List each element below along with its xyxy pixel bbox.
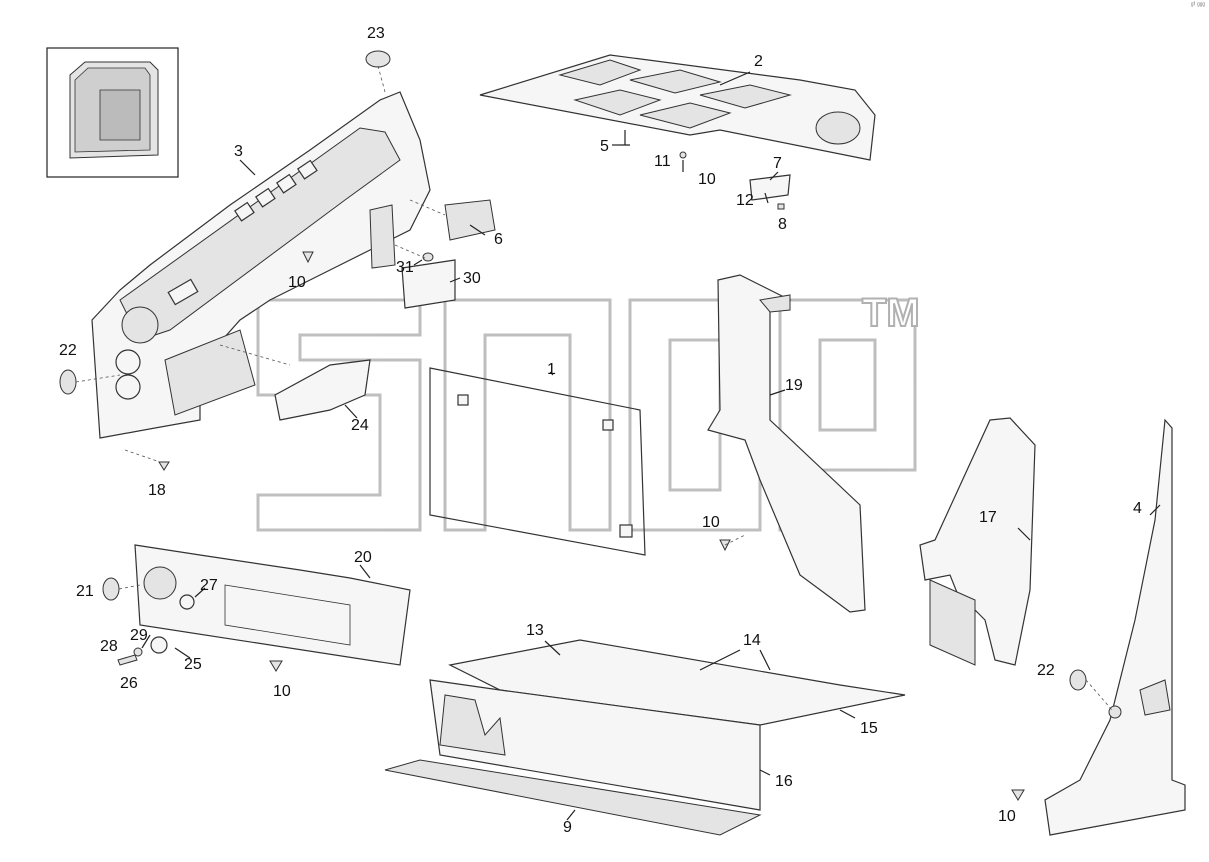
- callout-6: 6: [494, 231, 503, 248]
- callout-1: 1: [547, 361, 556, 378]
- part-20-front-lower-panel: [134, 544, 411, 666]
- part-31-grommet: [422, 252, 434, 262]
- trademark-text: TM: [862, 291, 920, 335]
- part-22-grommet-right: [1069, 669, 1087, 691]
- cab-thumbnail: [46, 47, 179, 178]
- callout-13: 13: [526, 622, 544, 639]
- part-4-right-pillar: [1044, 418, 1186, 836]
- callout-4: 4: [1133, 500, 1142, 517]
- callout-10-pillar: 10: [702, 514, 720, 531]
- callout-17: 17: [979, 509, 997, 526]
- callout-28: 28: [100, 638, 118, 655]
- small-parts: [59, 50, 1087, 801]
- callout-31: 31: [396, 259, 414, 276]
- part-12-screw: [764, 192, 769, 204]
- part-29-washer: [133, 647, 143, 657]
- part-23-grommet: [365, 50, 391, 68]
- part-17-trim-bracket: [919, 417, 1036, 666]
- callout-10-lower: 10: [273, 683, 291, 700]
- callout-7: 7: [773, 155, 782, 172]
- callout-11: 11: [654, 153, 671, 170]
- leader-lines: [141, 71, 1161, 821]
- part-8-clip: [777, 203, 785, 210]
- callout-3: 3: [234, 143, 243, 160]
- callout-21: 21: [76, 583, 94, 600]
- callout-29: 29: [130, 627, 148, 644]
- part-6-tray: [444, 199, 496, 241]
- callout-10-right: 10: [998, 808, 1016, 825]
- callout-25: 25: [184, 656, 202, 673]
- callout-19: 19: [785, 377, 803, 394]
- callout-15: 15: [860, 720, 878, 737]
- watermark-logo: TM: [256, 290, 921, 532]
- part-3-dashboard-panel: [91, 91, 431, 439]
- part-7-lamp: [749, 174, 791, 201]
- callout-12: 12: [736, 192, 754, 209]
- callout-2: 2: [754, 53, 763, 70]
- callout-26: 26: [120, 675, 138, 692]
- callout-8: 8: [778, 216, 787, 233]
- part-5-fastener: [620, 130, 630, 146]
- part-2-roof-panel: [479, 54, 876, 161]
- part-21-grommet: [102, 577, 120, 601]
- callout-20: 20: [354, 549, 372, 566]
- callout-labels: 1 2 3 4 5 6 7 8 9 10 10 10 10 10 11 12 1…: [59, 25, 1142, 836]
- part-25-cap: [150, 636, 168, 654]
- callout-24: 24: [351, 417, 369, 434]
- callout-14: 14: [743, 632, 761, 649]
- part-24-storage-tray: [274, 359, 371, 421]
- callout-23: 23: [367, 25, 385, 42]
- corner-mark: ᵍᶠ ᵍᵍᵍ: [1190, 2, 1205, 9]
- alignment-lines: [75, 65, 1113, 711]
- callout-10-dash: 10: [288, 274, 306, 291]
- part-18-screw: [158, 461, 170, 471]
- callout-5: 5: [600, 138, 609, 155]
- part-11-washer: [679, 151, 687, 159]
- callout-27: 27: [200, 577, 218, 594]
- part-22-grommet-left: [59, 369, 77, 395]
- callout-9: 9: [563, 819, 572, 836]
- callout-22-right: 22: [1037, 662, 1055, 679]
- part-27-plug: [179, 594, 195, 610]
- callout-10-roof: 10: [698, 171, 716, 188]
- part-19-pillar-trim: [707, 274, 866, 613]
- part-30-cover: [401, 259, 456, 309]
- part-10-screw-right: [1011, 789, 1025, 801]
- floor-assembly: [384, 639, 906, 836]
- part-10-screw-dash: [302, 251, 314, 264]
- callout-22-left: 22: [59, 342, 77, 359]
- callout-16: 16: [775, 773, 793, 790]
- part-26-screw: [117, 654, 138, 666]
- part-1-rear-panel: [429, 367, 646, 556]
- part-10-screw-lower: [269, 660, 283, 672]
- callout-30: 30: [463, 270, 481, 287]
- callout-18: 18: [148, 482, 166, 499]
